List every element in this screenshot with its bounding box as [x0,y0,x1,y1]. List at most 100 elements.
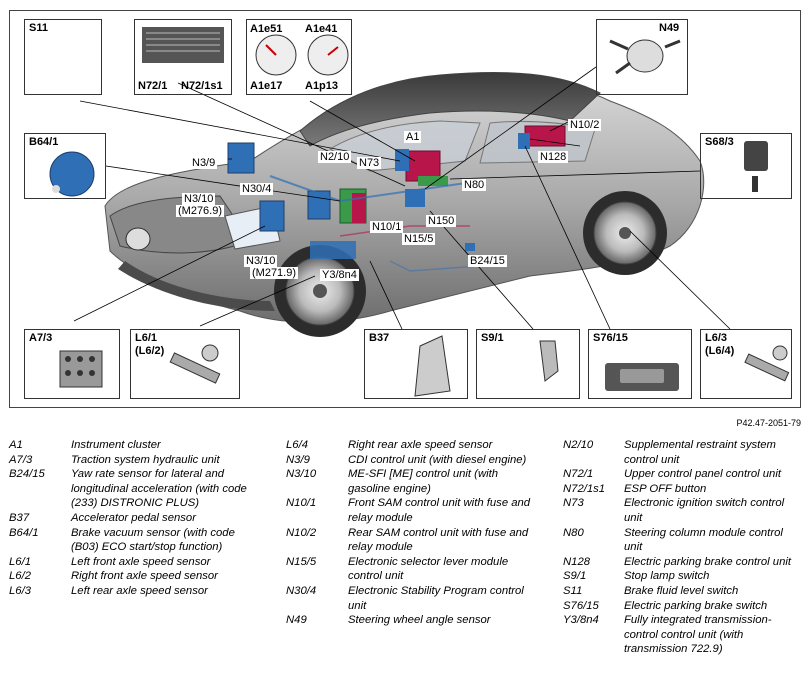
legend-code: Y3/8n4 [563,614,599,627]
legend-row: N72/1 Upper control panel control unit [563,467,803,482]
inset-title: B37 [369,332,390,344]
inset-title: B64/1 [29,136,59,148]
legend-code: B24/15 [9,468,45,481]
inset-a1e: A1e51 A1e41 A1e17 A1p13 [246,19,352,95]
inset-b37: B37 [364,329,468,399]
inset-s91: S9/1 [476,329,580,399]
legend-description: ESP OFF button [624,482,707,495]
legend-code: L6/2 [9,570,31,583]
inset-label-bl: A1e17 [250,80,283,92]
legend-description: Left rear axle speed sensor [71,584,208,597]
legend-row: S11 Brake fluid level switch [563,584,803,599]
legend-row: L6/4 Right rear axle speed sensor [286,438,536,453]
legend-code: N10/1 [286,497,317,510]
legend-code: N72/1s1 [563,482,606,495]
legend-description: Yaw rate sensor for lateral and longitud… [71,468,247,510]
rear-wheel [583,191,667,275]
legend-code: N3/9 [286,453,310,466]
callout-n3-10-b: N3/10 [244,255,278,267]
legend-description: Right front axle speed sensor [71,570,218,583]
legend-row: N10/1 Front SAM control unit with fuse an… [286,496,536,525]
inset-subtitle: (L6/2) [135,345,165,357]
legend-code: N80 [563,526,584,539]
legend-code: N10/2 [286,526,317,539]
legend-description: Upper control panel control unit [624,468,781,481]
callout-n10-2: N10/2 [568,119,602,131]
legend-code: N3/10 [286,468,317,481]
callout-n10-1: N10/1 [370,221,404,233]
callout-y3-8n4: Y3/8n4 [320,269,359,281]
inset-title: S9/1 [481,332,504,344]
inset-label-right: N72/1s1 [181,80,223,92]
legend-description: Left front axle speed sensor [71,555,211,568]
inset-label-tr: A1e41 [305,23,338,35]
legend-description: Stop lamp switch [624,570,710,583]
legend-description: CDI control unit (with diesel engine) [348,453,527,466]
inset-title: A7/3 [29,332,53,344]
inset-s7615: S76/15 [588,329,692,399]
inset-label-left: N72/1 [138,80,168,92]
inset-subtitle: (L6/4) [705,345,735,357]
legend-row: L6/2 Right front axle speed sensor [9,569,264,584]
legend-code: A7/3 [9,453,33,466]
legend-code: L6/4 [286,439,308,451]
inset-l61: L6/1 (L6/2) [130,329,240,399]
legend-description: ME-SFI [ME] control unit (with gasoline … [348,468,499,495]
inset-label-br: A1p13 [305,80,339,92]
callout-n73: N73 [357,157,382,169]
legend-description: Brake vacuum sensor (with code (B03) ECO… [71,526,235,554]
inset-s68: S68/3 [700,133,792,199]
callout-n15-5: N15/5 [402,233,436,245]
legend-row: N3/9 CDI control unit (with diesel engine… [286,453,536,468]
inset-title: S76/15 [593,332,628,344]
legend-description: Supplemental restraint system control un… [624,439,776,466]
legend-row: N15/5 Electronic selector lever module co… [286,555,536,584]
legend-description: Accelerator pedal sensor [71,511,196,524]
legend-row: N3/10 ME-SFI [ME] control unit (with gaso… [286,467,536,496]
callout-n30-4: N30/4 [240,183,274,195]
inset-b64: B64/1 [24,133,106,199]
legend-row: Y3/8n4 Fully integrated transmission-cont… [563,613,803,657]
callout-n3-10-a: N3/10 [182,193,216,205]
callout-n2-10: N2/10 [318,151,352,163]
legend-row: L6/1 Left front axle speed sensor [9,555,264,570]
legend-code: L6/1 [9,555,31,568]
legend-code: N15/5 [286,555,317,568]
legend-description: Steering column module control unit [624,526,783,554]
inset-s11: S11 [24,19,102,95]
callout-n150: N150 [426,215,457,227]
legend-row: L6/3 Left rear axle speed sensor [9,584,264,599]
legend-code: S11 [563,584,583,597]
legend-description: Electric parking brake control unit [624,555,792,568]
inset-title: L6/3 [705,332,728,344]
callout-a1: A1 [404,131,422,143]
callout-n80: N80 [462,179,487,191]
legend-description: Traction system hydraulic unit [71,453,220,466]
legend-description: Front SAM control unit with fuse and rel… [348,497,531,524]
legend-code: N72/1 [563,468,594,481]
legend-code: N128 [563,555,591,568]
legend-code: N73 [563,497,584,510]
legend-code: L6/3 [9,584,31,597]
legend-row: N128 Electric parking brake control unit [563,555,803,570]
legend-description: Right rear axle speed sensor [348,439,493,451]
legend-description: Fully integrated transmission-control co… [624,614,772,656]
legend-description: Electronic selector lever module control… [348,555,509,583]
legend-description: Steering wheel angle sensor [348,614,491,627]
legend-description: Electronic Stability Program control uni… [348,584,524,612]
legend-description: Electronic ignition switch control unit [624,497,785,524]
legend-code: N30/4 [286,584,317,597]
legend-row: N73 Electronic ignition switch control un… [563,496,803,525]
legend-row: B24/15 Yaw rate sensor for lateral and lo… [9,467,264,511]
legend-description: Brake fluid level switch [624,584,739,597]
inset-n72: N72/1 N72/1s1 [134,19,232,95]
